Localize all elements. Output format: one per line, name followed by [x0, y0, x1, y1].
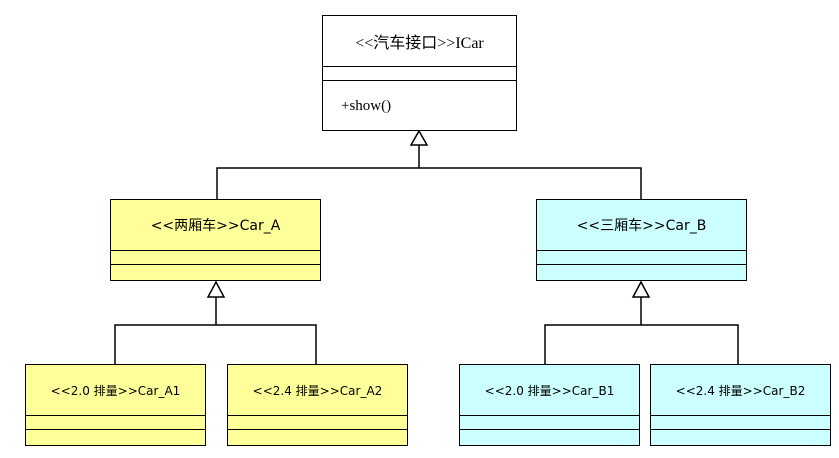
class-icar[interactable]: <<汽车接口>>ICar +show()	[322, 15, 517, 131]
divider	[323, 66, 516, 67]
class-name: <<三厢车>>Car_B	[576, 218, 707, 234]
inheritance-line-car-a	[114, 324, 317, 364]
inheritance-line-car-b	[544, 324, 739, 364]
generalization-arrow-car-a	[206, 280, 226, 298]
class-name: <<两厢车>>Car_A	[150, 218, 281, 234]
class-car-b[interactable]: <<三厢车>>Car_B	[536, 199, 747, 281]
class-name: <<2.4 排量>>Car_B2	[675, 383, 806, 398]
divider	[460, 415, 639, 416]
divider	[323, 80, 516, 81]
class-car-b1[interactable]: <<2.0 排量>>Car_B1	[459, 364, 640, 446]
divider	[228, 429, 407, 430]
class-name: <<2.0 排量>>Car_A1	[50, 383, 181, 398]
operation-show: +show()	[341, 98, 392, 114]
divider	[651, 429, 830, 430]
divider	[228, 415, 407, 416]
class-name: <<2.4 排量>>Car_A2	[252, 383, 383, 398]
inheritance-line-top	[216, 167, 642, 199]
generalization-arrow-car-b	[631, 280, 651, 298]
class-car-a1[interactable]: <<2.0 排量>>Car_A1	[25, 364, 206, 446]
class-car-a[interactable]: <<两厢车>>Car_A	[110, 199, 321, 281]
divider	[651, 415, 830, 416]
divider	[537, 250, 746, 251]
divider	[537, 264, 746, 265]
class-car-a2[interactable]: <<2.4 排量>>Car_A2	[227, 364, 408, 446]
divider	[460, 429, 639, 430]
class-name: <<汽车接口>>ICar	[355, 35, 484, 52]
class-name: <<2.0 排量>>Car_B1	[484, 383, 615, 398]
class-car-b2[interactable]: <<2.4 排量>>Car_B2	[650, 364, 831, 446]
divider	[111, 250, 320, 251]
generalization-arrow-icar	[409, 129, 429, 146]
divider	[26, 429, 205, 430]
divider	[111, 264, 320, 265]
divider	[26, 415, 205, 416]
